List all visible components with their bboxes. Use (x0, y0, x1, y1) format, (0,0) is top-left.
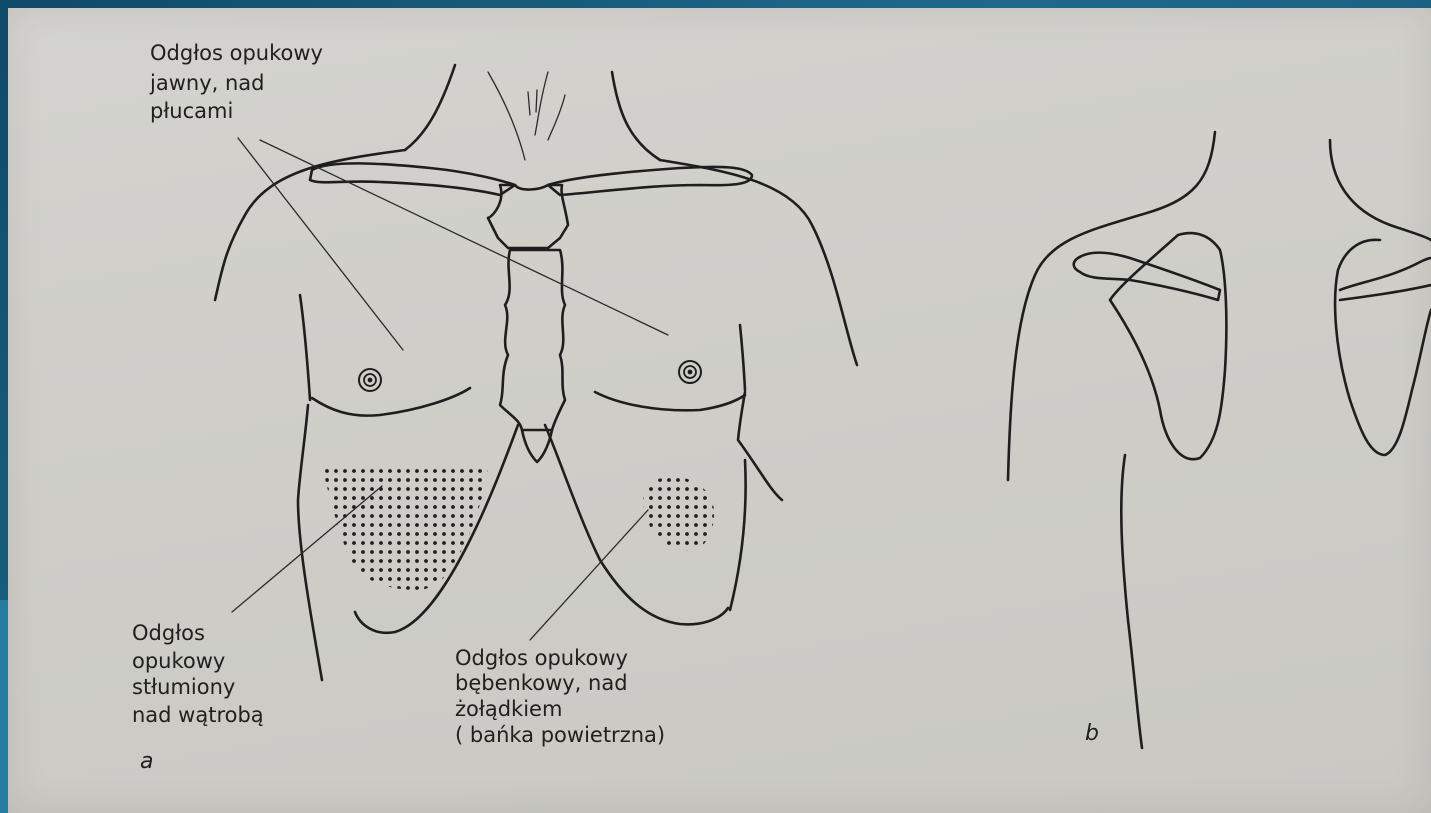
label-liver-line-2: opukowy (132, 649, 225, 673)
left-arm-line (300, 295, 310, 400)
panel-b-letter: b (1085, 721, 1099, 746)
neck-left-outline (405, 65, 455, 150)
back-left-outline (1008, 132, 1215, 480)
panel-b-back: b (1008, 132, 1431, 748)
liver-dull-area (322, 466, 488, 590)
left-scapula (1110, 233, 1226, 459)
percussion-diagram: Odgłos opukowy jawny, nad płucami Odgłos… (8, 8, 1431, 813)
label-stomach-line-2: bębenkowy, nad (455, 671, 628, 695)
stomach-tympanic-area (643, 477, 714, 551)
label-stomach: Odgłos opukowy bębenkowy, nad żołądkiem … (455, 646, 665, 747)
back-spine-line (1121, 455, 1142, 748)
panel-a-letter: a (140, 749, 153, 774)
label-lungs-line-3: płucami (150, 99, 233, 123)
label-liver-line-3: stłumiony (132, 675, 235, 699)
back-right-outline (1330, 140, 1431, 240)
label-stomach-line-3: żołądkiem (455, 697, 562, 721)
label-lungs-line-1: Odgłos opukowy (150, 41, 323, 65)
right-pectoral-line (595, 392, 745, 410)
right-flank-lower (730, 460, 746, 610)
neck-right-outline (612, 72, 660, 160)
right-arm-line (740, 325, 745, 390)
label-liver-line-1: Odgłos (132, 621, 205, 645)
right-scapula (1335, 240, 1431, 455)
label-lungs-line-2: jawny, nad (149, 71, 264, 95)
right-shoulder-outline (660, 160, 857, 365)
left-nipple (359, 369, 381, 391)
left-pectoral-line (312, 388, 470, 416)
left-scapular-spine (1074, 253, 1220, 300)
lungs-leader-line-left (238, 138, 403, 350)
book-page: Odgłos opukowy jawny, nad płucami Odgłos… (8, 8, 1431, 813)
right-scapular-spine (1340, 258, 1431, 300)
label-lungs: Odgłos opukowy jawny, nad płucami (149, 41, 330, 123)
lungs-leader-line-right (260, 140, 668, 335)
stomach-leader-line (530, 510, 648, 640)
label-stomach-line-4: ( bańka powietrzna) (455, 723, 665, 747)
sternum-body (500, 250, 565, 430)
label-liver: Odgłos opukowy stłumiony nad wątrobą (132, 621, 264, 727)
panel-a-chest-front: Odgłos opukowy jawny, nad płucami Odgłos… (132, 41, 857, 774)
label-stomach-line-1: Odgłos opukowy (455, 646, 628, 670)
left-shoulder-outline (215, 150, 405, 300)
xiphoid-process (522, 430, 552, 462)
right-nipple (679, 361, 701, 383)
label-liver-line-4: nad wątrobą (132, 703, 264, 727)
left-flank (298, 405, 322, 680)
neck-muscle-lines (488, 72, 565, 160)
